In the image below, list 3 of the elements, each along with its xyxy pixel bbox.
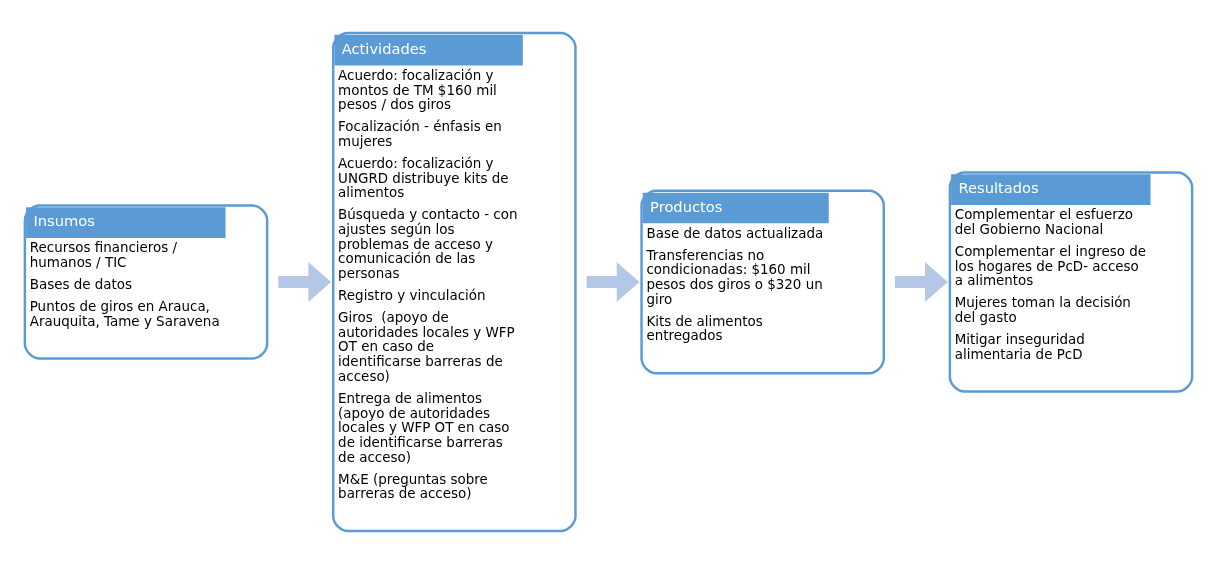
arrow [586,261,640,302]
arrow [278,261,332,302]
arrow [894,261,948,302]
